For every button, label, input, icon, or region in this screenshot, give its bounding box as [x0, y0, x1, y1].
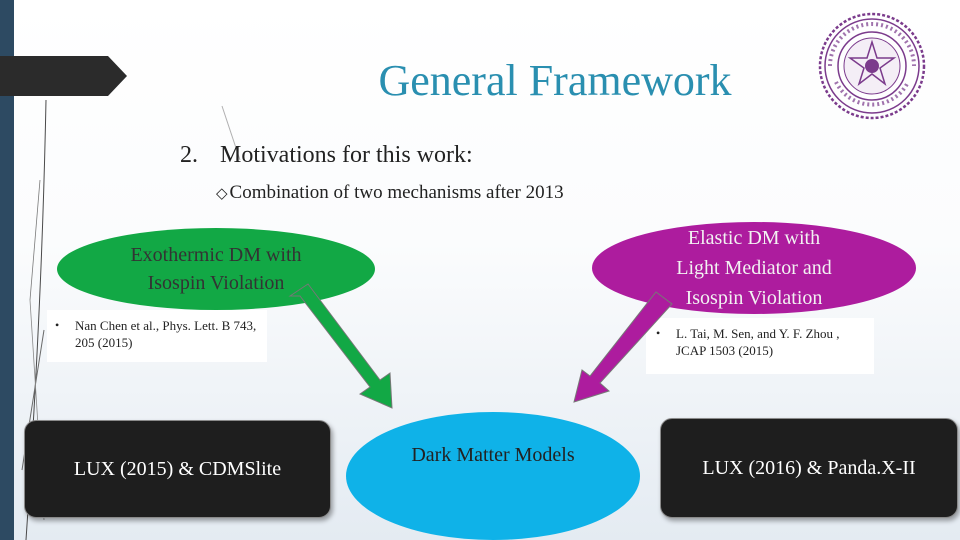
combination-line: ◇Combination of two mechanisms after 201…	[216, 180, 564, 207]
motivation-text: Motivations for this work:	[220, 142, 473, 168]
reference-right-text: L. Tai, M. Sen, and Y. F. Zhou , JCAP 15…	[676, 326, 840, 358]
title-accent-tab	[0, 56, 127, 96]
reference-right: • L. Tai, M. Sen, and Y. F. Zhou , JCAP …	[646, 318, 874, 374]
experiment-box-right: LUX (2016) & Panda.X-II	[660, 418, 958, 518]
elastic-dm-ellipse: Elastic DM with Light Mediator and Isosp…	[592, 222, 916, 314]
left-accent-bar	[0, 0, 14, 540]
exothermic-line-2: Isospin Violation	[147, 272, 285, 294]
elastic-line-3: Isospin Violation	[685, 287, 823, 309]
reference-left: • Nan Chen et al., Phys. Lett. B 743, 20…	[47, 310, 267, 362]
elastic-line-1: Elastic DM with	[687, 227, 821, 249]
dark-matter-models-ellipse: Dark Matter Models	[346, 412, 640, 540]
diamond-bullet-icon: ◇	[216, 186, 228, 202]
bullet-icon: •	[656, 326, 661, 340]
experiment-right-label: LUX (2016) & Panda.X-II	[702, 456, 916, 479]
dark-matter-models-label: Dark Matter Models	[411, 444, 575, 466]
bullet-icon: •	[55, 318, 60, 332]
exothermic-line-1: Exothermic DM with	[130, 244, 302, 266]
motivation-heading: 2. Motivations for this work:	[180, 140, 473, 170]
exothermic-dm-ellipse: Exothermic DM with Isospin Violation	[57, 228, 375, 310]
university-seal-icon	[818, 12, 926, 120]
reference-left-text: Nan Chen et al., Phys. Lett. B 743, 205 …	[75, 318, 257, 350]
motivation-number: 2.	[180, 142, 198, 168]
combination-text: Combination of two mechanisms after 2013	[229, 182, 564, 203]
slide-title: General Framework	[378, 56, 732, 105]
elastic-line-2: Light Mediator and	[676, 257, 832, 279]
experiment-left-label: LUX (2015) & CDMSlite	[73, 457, 282, 480]
experiment-box-left: LUX (2015) & CDMSlite	[24, 420, 331, 518]
